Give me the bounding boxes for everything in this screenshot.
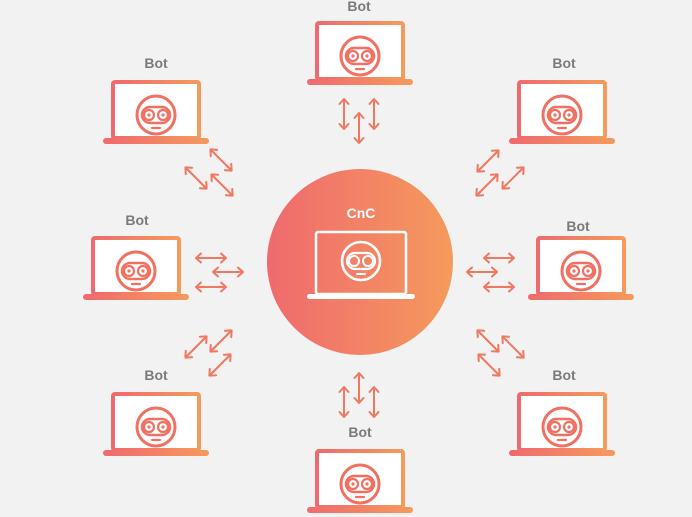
laptop-icon [307,451,413,513]
double-arrow-icon [338,98,350,130]
arrows-top [338,98,380,144]
bot-label: Bot [566,218,590,234]
bot-label: Bot [144,55,168,71]
double-arrow-icon [195,281,227,293]
double-arrow-icon [353,372,365,404]
cnc-laptop-icon [307,230,415,299]
double-arrow-icon [483,252,515,264]
laptop-icon [83,238,189,300]
double-arrow-icon [368,386,380,418]
bot-label: Bot [552,367,576,383]
double-arrow-icon [195,252,227,264]
double-arrow-icon [181,163,211,193]
double-arrow-icon [466,266,498,278]
bot-label: Bot [348,424,372,440]
bot-node-upper-left: Bot [103,55,209,144]
bot-label: Bot [125,212,149,228]
cnc-robot-face-icon [340,240,382,282]
arrows-upper-left [181,145,237,200]
bot-node-lower-right: Bot [509,367,615,456]
double-arrow-icon [473,326,503,356]
arrows-bottom [338,372,380,418]
bot-node-top: Bot [307,0,413,85]
double-arrow-icon [338,386,350,418]
bot-node-right: Bot [528,218,634,300]
cnc-circle [267,169,453,355]
double-arrow-icon [368,98,380,130]
double-arrow-icon [472,170,502,200]
bot-node-upper-right: Bot [509,55,615,144]
double-arrow-icon [483,281,515,293]
double-arrow-icon [473,146,503,176]
bot-label: Bot [144,367,168,383]
arrows-right [466,252,515,293]
double-arrow-icon [212,266,244,278]
laptop-icon [103,394,209,456]
double-arrow-icon [498,163,528,193]
bot-label: Bot [347,0,371,14]
double-arrow-icon [181,332,211,362]
double-arrow-icon [353,112,365,144]
double-arrow-icon [474,350,504,380]
laptop-icon [528,238,634,300]
double-arrow-icon [207,170,237,200]
arrows-lower-right [473,326,528,380]
cnc-label: CnC [347,205,376,221]
laptop-icon [103,82,209,144]
bot-node-lower-left: Bot [103,367,209,456]
arrows-upper-right [472,146,528,200]
double-arrow-icon [206,326,236,356]
bot-node-bottom: Bot [307,424,413,513]
laptop-icon [509,82,615,144]
double-arrow-icon [498,332,528,362]
laptop-icon [509,394,615,456]
bot-node-left: Bot [83,212,189,300]
double-arrow-icon [206,145,236,175]
arrows-lower-left [181,326,236,380]
arrows-left [195,252,244,293]
cnc-node: CnC [267,169,453,355]
bot-label: Bot [552,55,576,71]
laptop-icon [307,23,413,85]
double-arrow-icon [205,350,235,380]
